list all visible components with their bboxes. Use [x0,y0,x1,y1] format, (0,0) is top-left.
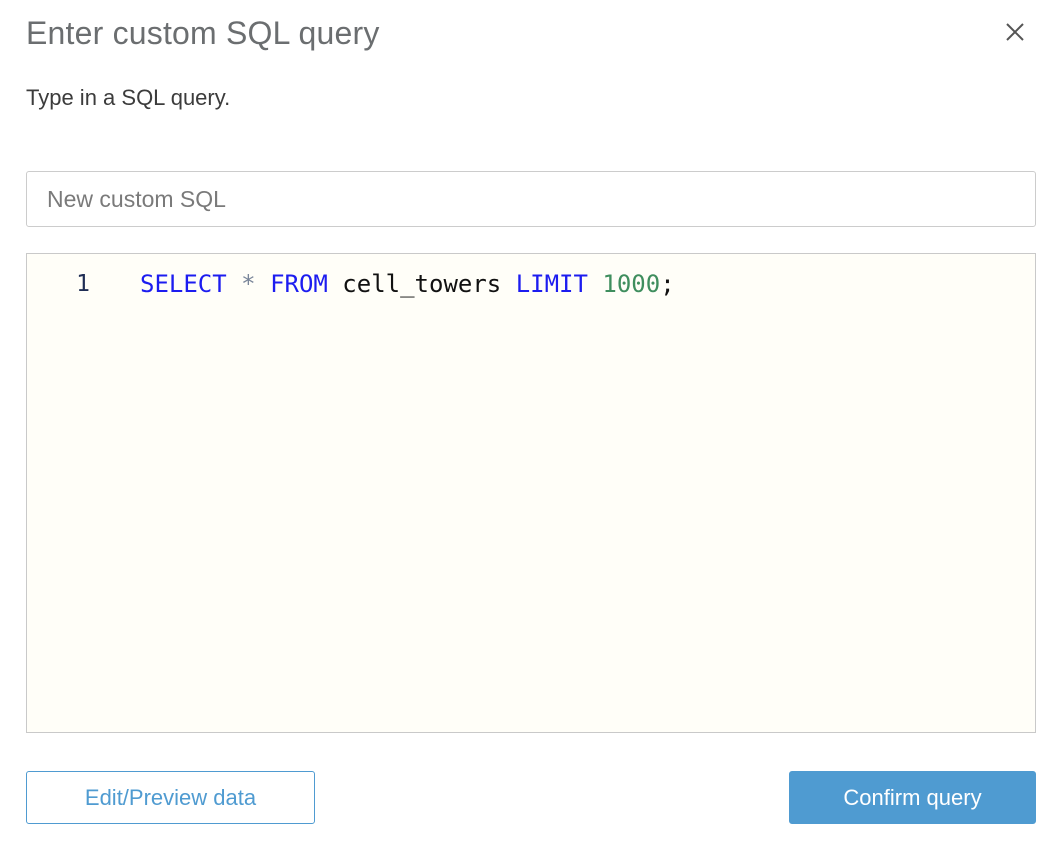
page-title: Enter custom SQL query [26,15,380,51]
edit-preview-data-button[interactable]: Edit/Preview data [26,771,315,824]
sql-code-editor[interactable]: 1 SELECT * FROM cell_towers LIMIT 1000; [26,253,1036,733]
line-number: 1 [76,271,90,297]
custom-sql-name-input[interactable] [26,171,1036,227]
close-button[interactable] [1000,17,1030,47]
code-line-tokens[interactable]: SELECT * FROM cell_towers LIMIT 1000; [140,270,675,298]
confirm-query-button[interactable]: Confirm query [789,771,1036,824]
code-line-row: 1 SELECT * FROM cell_towers LIMIT 1000; [27,254,1035,300]
close-icon [1005,22,1025,42]
modal-subtitle: Type in a SQL query. [26,85,231,110]
